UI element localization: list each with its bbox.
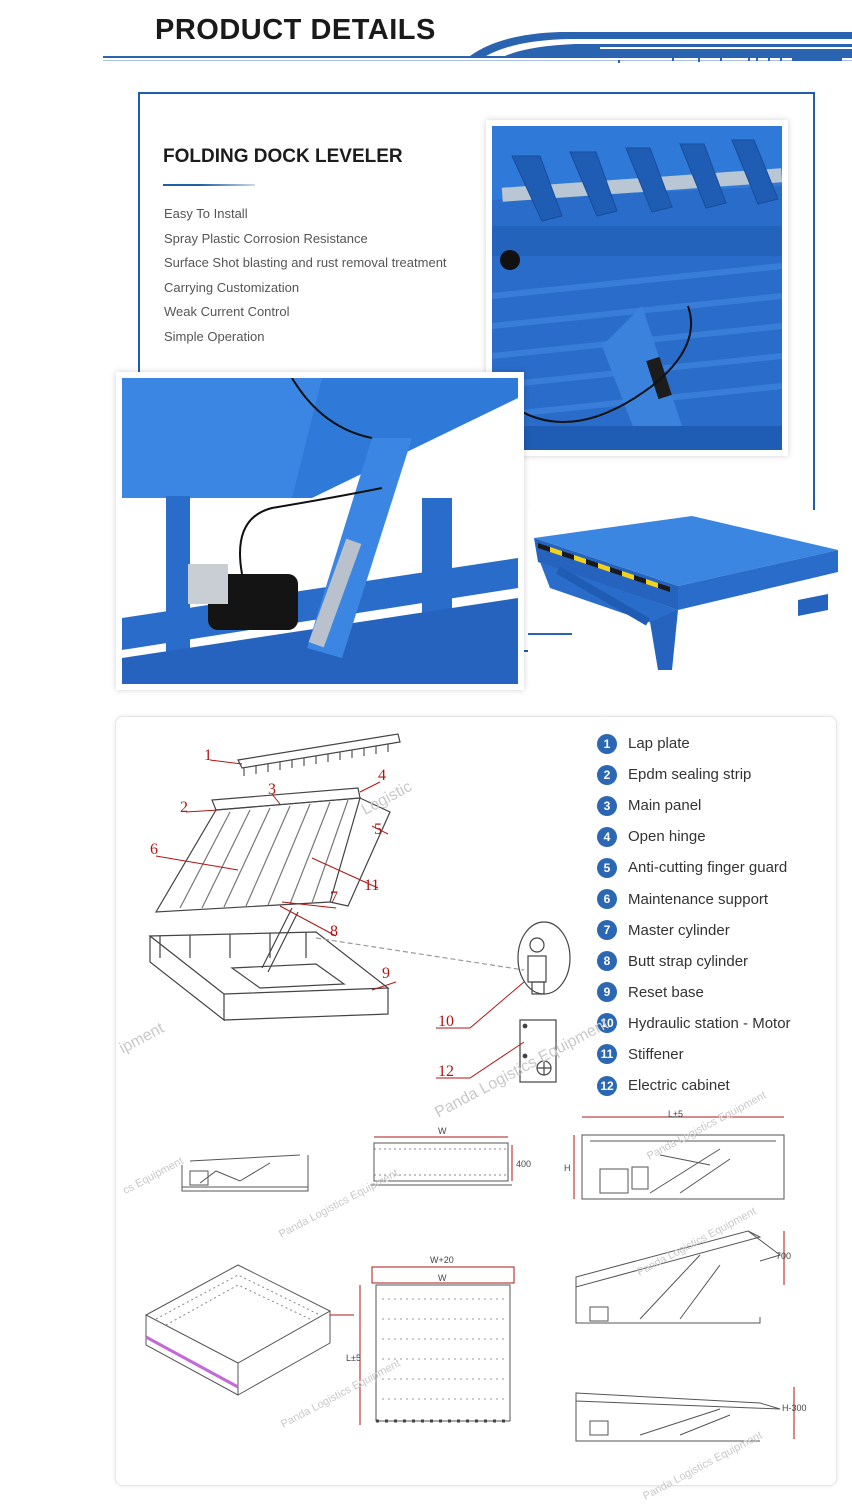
feature-item: Spray Plastic Corrosion Resistance [164,230,368,246]
legend-number: 2 [597,764,617,785]
legend-item: 11 Stiffener [597,1039,791,1070]
dim-400: 400 [516,1159,531,1169]
callout-8: 8 [330,923,338,940]
legend-number: 5 [597,857,617,878]
legend-item: 3 Main panel [597,790,791,821]
legend-number: 3 [597,795,617,816]
feature-item: Easy To Install [164,206,248,221]
legend-label: Anti-cutting finger guard [628,859,788,877]
dim-w-plan: W [438,1273,447,1283]
legend-item: 8 Butt strap cylinder [597,946,791,977]
legend-item: 7 Master cylinder [597,915,791,946]
legend-label: Stiffener [628,1045,684,1063]
legend-item: 2 Epdm sealing strip [597,759,791,790]
feature-item: Carrying Customization [164,279,300,295]
legend-label: Maintenance support [628,890,769,908]
lip-hinge-photo [486,120,788,456]
dim-height: H [564,1163,571,1173]
feature-item: Surface Shot blasting and rust removal t… [164,255,447,271]
callout-numbers: 1 2 3 4 5 6 7 8 9 11 10 12 [150,747,454,1080]
legend-label: Epdm sealing strip [628,766,752,784]
legend-label: Electric cabinet [628,1077,730,1095]
legend-item: 10 Hydraulic station - Motor [597,1008,791,1039]
technical-drawings: W 400 L±5 H W+20 W L±5 700 H-300 [144,1109,807,1442]
legend-label: Hydraulic station - Motor [628,1014,791,1032]
legend-number: 1 [597,733,617,754]
callout-11: 11 [364,877,379,894]
callout-6: 6 [150,841,158,858]
legend-number: 7 [597,920,617,941]
dim-length: L±5 [668,1109,683,1119]
callout-10: 10 [438,1013,454,1030]
feature-item: Simple Operation [164,328,265,344]
legend-item: 1 Lap plate [597,728,791,759]
legend-number: 8 [597,951,617,972]
feature-list: Easy To Install Spray Plastic Corrosion … [164,206,447,354]
callout-1: 1 [204,747,212,764]
callout-12: 12 [438,1063,454,1080]
legend-number: 10 [597,1013,617,1034]
legend-label: Reset base [628,983,704,1001]
dim-length-plan: L±5 [346,1353,361,1363]
legend-number: 11 [597,1044,617,1065]
product-title: FOLDING DOCK LEVELER [163,146,403,167]
callout-5: 5 [374,821,382,838]
legend-label: Main panel [628,797,702,815]
header-decoration [103,32,852,63]
legend-number: 12 [597,1075,617,1096]
title-underline [163,184,255,186]
dim-w-plus-20: W+20 [430,1255,454,1265]
feature-item: Weak Current Control [164,304,290,320]
page-title: PRODUCT DETAILS [155,14,436,46]
legend-label: Butt strap cylinder [628,952,749,970]
dim-700: 700 [776,1251,791,1261]
hydraulic-station-photo [116,372,524,690]
legend-number: 6 [597,889,617,910]
callout-2: 2 [180,799,188,816]
legend-number: 4 [597,826,617,847]
dock-leveler-photo [528,510,852,680]
section-header: PRODUCT DETAILS [0,0,852,70]
legend-item: 4 Open hinge [597,821,791,852]
callout-7: 7 [330,889,338,906]
dimension-labels: W 400 L±5 H W+20 W L±5 700 H-300 [346,1109,807,1413]
legend-number: 9 [597,982,617,1003]
legend-label: Master cylinder [628,921,730,939]
structure-panel [115,716,837,1486]
parts-legend: 1 Lap plate 2 Epdm sealing strip 3 Main pan… [597,728,791,1101]
legend-item: 12 Electric cabinet [597,1070,791,1101]
legend-label: Open hinge [628,828,706,846]
dim-h-minus-300: H-300 [782,1403,807,1413]
callout-4: 4 [378,767,386,784]
legend-item: 6 Maintenance support [597,883,791,914]
callout-9: 9 [382,965,390,982]
callout-3: 3 [268,781,276,798]
exploded-view-drawing: 1 2 3 4 5 6 7 8 9 11 10 12 [148,733,571,1083]
legend-item: 9 Reset base [597,977,791,1008]
legend-label: Lap plate [628,735,690,753]
legend-item: 5 Anti-cutting finger guard [597,852,791,883]
dim-w-top: W [438,1126,447,1136]
